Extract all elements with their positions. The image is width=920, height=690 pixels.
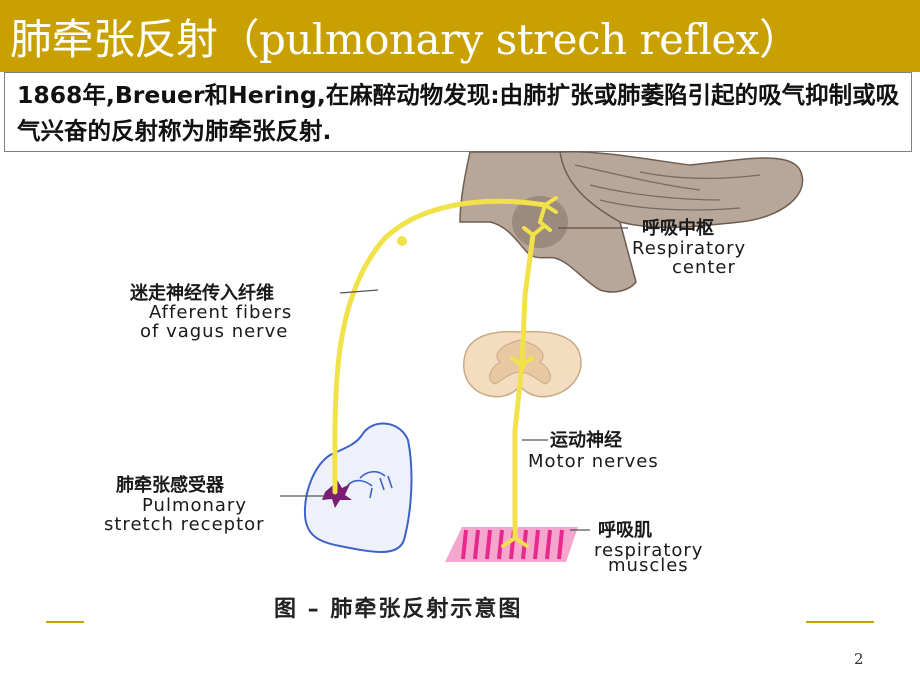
label-receptor-en-1: Pulmonary xyxy=(142,495,247,516)
label-muscle-en-2: muscles xyxy=(608,555,689,576)
label-respiratory-center-en-1: Respiratory xyxy=(632,238,747,259)
title-bar: 肺牵张反射（pulmonary strech reflex） xyxy=(0,0,920,72)
label-respiratory-center-en-2: center xyxy=(672,257,736,278)
label-receptor-cn: 肺牵张感受器 xyxy=(116,475,224,496)
label-motor-cn: 运动神经 xyxy=(550,430,622,451)
label-afferent-en-2: of vagus nerve xyxy=(140,321,289,342)
label-muscle-cn: 呼吸肌 xyxy=(598,520,652,541)
footer-rule-left xyxy=(46,621,84,623)
definition-text: 1868年,Breuer和Hering,在麻醉动物发现:由肺扩张或肺萎陷引起的吸… xyxy=(17,81,900,145)
definition-box: 1868年,Breuer和Hering,在麻醉动物发现:由肺扩张或肺萎陷引起的吸… xyxy=(4,72,912,152)
page-number: 2 xyxy=(854,650,864,668)
slide-title: 肺牵张反射（pulmonary strech reflex） xyxy=(10,15,801,64)
label-afferent-en-1: Afferent fibers xyxy=(149,302,293,323)
figure-caption: 图 – 肺牵张反射示意图 xyxy=(274,597,523,622)
label-receptor-en-2: stretch receptor xyxy=(104,514,265,535)
label-muscle-en-1: respiratory xyxy=(594,540,704,561)
label-afferent-cn: 迷走神经传入纤维 xyxy=(130,283,274,304)
footer-rule-right xyxy=(806,621,874,623)
afferent-nerve xyxy=(332,198,548,495)
label-respiratory-center-cn: 呼吸中枢 xyxy=(642,218,714,239)
lung-outline xyxy=(303,422,413,553)
label-motor-en: Motor nerves xyxy=(528,451,659,472)
